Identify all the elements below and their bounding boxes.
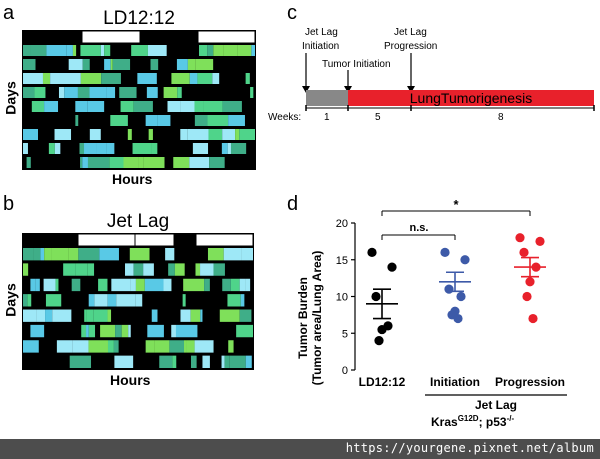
y-tick-label: 10 bbox=[336, 292, 348, 304]
tumor-initiation-label: Tumor Initiation bbox=[322, 59, 391, 70]
sig-star: * bbox=[453, 197, 459, 212]
jetlag-caption: Jet Lag bbox=[475, 398, 517, 412]
data-point bbox=[460, 255, 470, 265]
data-point bbox=[525, 277, 535, 287]
y-axis-label-line1: Tumor Burden bbox=[296, 277, 310, 359]
y-tick-label: 15 bbox=[336, 255, 348, 267]
actogram-ld bbox=[22, 30, 256, 170]
data-point bbox=[535, 236, 545, 246]
actogram-day-row bbox=[23, 340, 234, 353]
actogram-day-row bbox=[69, 355, 252, 368]
actogram-day-row bbox=[23, 263, 225, 276]
category-label-initiation: Initiation bbox=[430, 375, 480, 389]
tumor-burden-chart: 0 5 10 15 20 Tumor Burden (Tumor area/Lung A… bbox=[296, 197, 567, 429]
actogram-day-row bbox=[30, 324, 253, 338]
actogram-day-row bbox=[23, 59, 214, 70]
light-phase-bar bbox=[81, 30, 141, 44]
actogram-day-row bbox=[30, 278, 251, 292]
data-point bbox=[371, 291, 381, 302]
week-segment-2: 5 bbox=[375, 112, 381, 123]
y-axis: 0 5 10 15 20 bbox=[336, 218, 356, 377]
actogram-day-row bbox=[23, 87, 254, 98]
jetlag-progression-line2: Progression bbox=[384, 41, 437, 52]
actogram-day-row bbox=[23, 45, 255, 56]
actogram-day-row bbox=[75, 115, 245, 126]
sig-ns: n.s. bbox=[410, 222, 429, 234]
tumorigenesis-segment bbox=[348, 90, 594, 106]
y-axis-label-line2: (Tumor area/Lung Area) bbox=[310, 251, 324, 386]
actogram-day-row bbox=[26, 157, 225, 168]
category-label-progression: Progression bbox=[495, 375, 565, 389]
panel-c-letter: c bbox=[287, 2, 297, 24]
actogram-day-row bbox=[23, 309, 252, 322]
jetlag-progression-arrowhead bbox=[407, 86, 415, 93]
category-label-ld: LD12:12 bbox=[359, 375, 406, 389]
panel-b-letter: b bbox=[3, 193, 15, 215]
week-segment-1: 1 bbox=[324, 112, 330, 123]
actogram-day-row bbox=[23, 294, 245, 307]
actogram-day-row bbox=[23, 143, 247, 154]
data-point bbox=[387, 262, 397, 272]
mean-sem-bars bbox=[366, 256, 546, 320]
footer-url: https://yourgene.pixnet.net/album bbox=[345, 441, 594, 455]
data-point bbox=[519, 247, 529, 257]
data-point bbox=[367, 247, 377, 257]
panel-b-ylabel: Days bbox=[2, 283, 19, 317]
panel-d-letter: d bbox=[287, 193, 299, 215]
actogram-day-row bbox=[23, 129, 255, 140]
actogram-day-row bbox=[23, 248, 253, 261]
data-point bbox=[453, 313, 463, 324]
light-phase-bar bbox=[195, 233, 254, 247]
panel-a-xlabel: Hours bbox=[112, 171, 153, 187]
data-point bbox=[528, 313, 538, 324]
data-point bbox=[444, 284, 454, 294]
actogram-jetlag bbox=[22, 233, 254, 370]
jetlag-initiation-line1: Jet Lag bbox=[305, 27, 338, 38]
data-point bbox=[456, 291, 466, 302]
tumor-initiation-arrowhead bbox=[344, 86, 352, 93]
actogram-day-row bbox=[31, 101, 242, 112]
light-phase-bar bbox=[197, 30, 256, 44]
jetlag-initiation-line2: Initiation bbox=[302, 41, 339, 52]
data-point bbox=[522, 291, 532, 302]
light-phase-bar bbox=[77, 233, 175, 247]
panel-a-title: LD12:12 bbox=[103, 8, 175, 29]
y-tick-label: 5 bbox=[342, 328, 348, 340]
panel-a-letter: a bbox=[3, 2, 15, 24]
data-point bbox=[515, 233, 525, 243]
panel-b-title: Jet Lag bbox=[106, 211, 170, 232]
data-point bbox=[377, 324, 387, 335]
timeline: Jet Lag Initiation Tumor Initiation Jet … bbox=[268, 27, 595, 123]
genotype-label: KrasG12D; p53-/- bbox=[431, 414, 514, 429]
data-point bbox=[374, 336, 384, 346]
y-tick-label: 20 bbox=[336, 218, 348, 230]
footer-watermark-bar: https://yourgene.pixnet.net/album bbox=[0, 439, 600, 459]
week-segment-3: 8 bbox=[498, 112, 504, 123]
jetlag-progression-line1: Jet Lag bbox=[394, 27, 427, 38]
data-point bbox=[440, 247, 450, 257]
tumorigenesis-label: LungTumorigenesis bbox=[410, 90, 532, 106]
weeks-label: Weeks: bbox=[268, 112, 301, 123]
y-tick-label: 0 bbox=[342, 365, 348, 377]
initiation-segment bbox=[306, 90, 348, 106]
panel-a-ylabel: Days bbox=[2, 81, 19, 115]
jetlag-initiation-arrowhead bbox=[302, 86, 310, 93]
panel-b-xlabel: Hours bbox=[110, 372, 151, 388]
actogram-day-row bbox=[23, 73, 250, 84]
data-points bbox=[367, 233, 545, 346]
